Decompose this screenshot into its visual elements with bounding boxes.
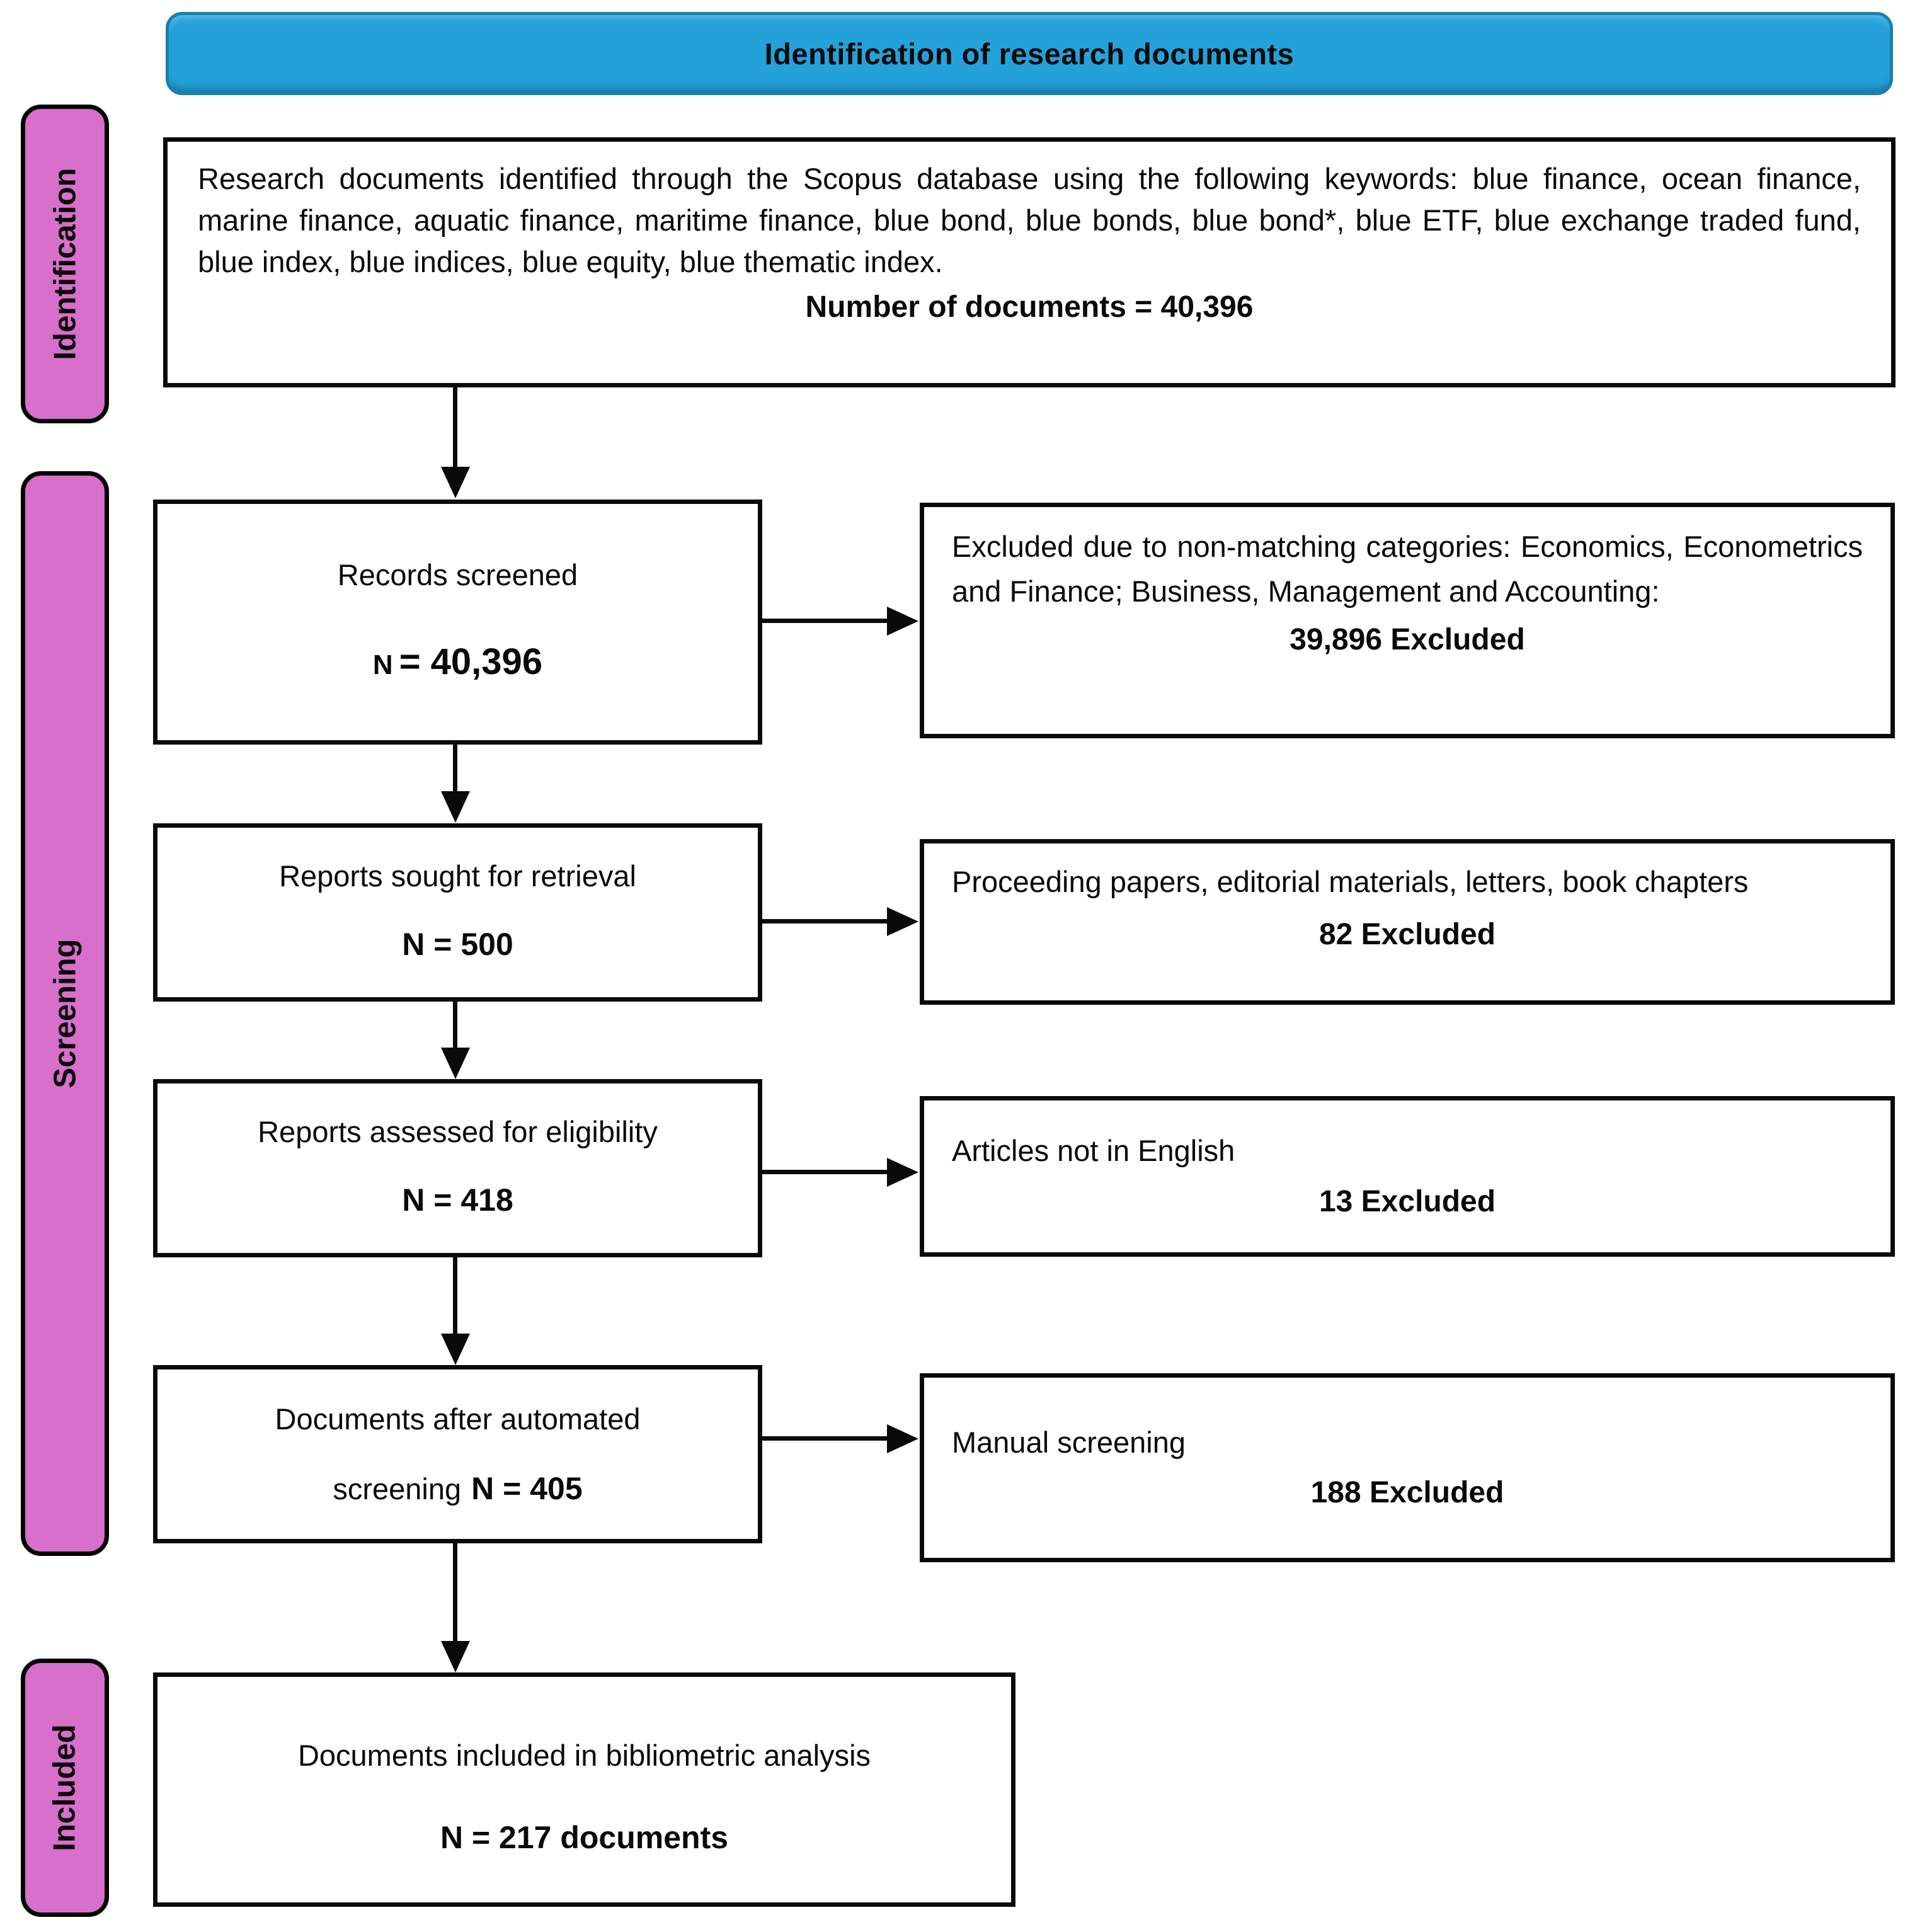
identification-keywords-text: Research documents identified through th… xyxy=(198,162,1861,278)
included-documents-count: N = 217 documents xyxy=(440,1819,729,1855)
automated-screening-line1: Documents after automated xyxy=(275,1402,641,1436)
records-screened-count: N= 40,396 xyxy=(373,636,542,687)
records-screened-title: Records screened xyxy=(337,558,578,592)
stage-label-screening: Screening xyxy=(21,471,109,1556)
records-screened-box: Records screened N= 40,396 xyxy=(153,500,762,745)
identification-count: Number of documents = 40,396 xyxy=(805,290,1254,324)
reports-assessed-box: Reports assessed for eligibility N = 418 xyxy=(153,1079,762,1257)
reports-sought-box: Reports sought for retrieval N = 500 xyxy=(153,823,762,1002)
exclusion-manual-box: Manual screening 188 Excluded xyxy=(920,1373,1895,1562)
automated-screening-word: screening xyxy=(333,1472,462,1506)
exclusion-language-reason: Articles not in English xyxy=(952,1134,1235,1167)
stage-label-screening-text: Screening xyxy=(48,939,83,1089)
automated-screening-box: Documents after automated screening N = 4… xyxy=(153,1365,762,1543)
exclusion-manual-count: 188 Excluded xyxy=(1310,1476,1504,1510)
records-n-value: = 40,396 xyxy=(399,641,543,682)
automated-screening-line2: screening N = 405 xyxy=(333,1466,582,1511)
header-banner: Identification of research documents xyxy=(166,12,1893,95)
reports-assessed-title: Reports assessed for eligibility xyxy=(258,1115,658,1148)
records-n-label: N xyxy=(372,649,393,680)
exclusion-language-box: Articles not in English 13 Excluded xyxy=(920,1096,1895,1257)
exclusion-categories-box: Excluded due to non-matching categories:… xyxy=(920,503,1895,738)
exclusion-manual-reason: Manual screening xyxy=(952,1425,1186,1459)
identification-box: Research documents identified through th… xyxy=(163,137,1896,387)
stage-label-identification-text: Identification xyxy=(48,168,83,360)
exclusion-doc-types-reason: Proceeding papers, editorial materials, … xyxy=(952,865,1749,898)
reports-sought-title: Reports sought for retrieval xyxy=(279,859,636,893)
reports-assessed-count: N = 418 xyxy=(402,1182,513,1218)
exclusion-language-count: 13 Excluded xyxy=(1318,1184,1496,1218)
exclusion-categories-count: 39,896 Excluded xyxy=(1290,623,1525,656)
exclusion-doc-types-count: 82 Excluded xyxy=(1318,917,1496,951)
included-documents-title: Documents included in bibliometric analy… xyxy=(297,1739,871,1772)
reports-sought-count: N = 500 xyxy=(402,926,513,962)
stage-label-identification: Identification xyxy=(21,105,109,423)
automated-screening-count: N = 405 xyxy=(471,1470,583,1506)
included-documents-box: Documents included in bibliometric analy… xyxy=(153,1672,1015,1907)
header-title: Identification of research documents xyxy=(764,37,1295,71)
exclusion-categories-reason: Excluded due to non-matching categories:… xyxy=(952,530,1863,608)
stage-label-included: Included xyxy=(21,1659,109,1917)
stage-label-included-text: Included xyxy=(48,1724,82,1851)
exclusion-doc-types-box: Proceeding papers, editorial materials, … xyxy=(920,839,1895,1005)
